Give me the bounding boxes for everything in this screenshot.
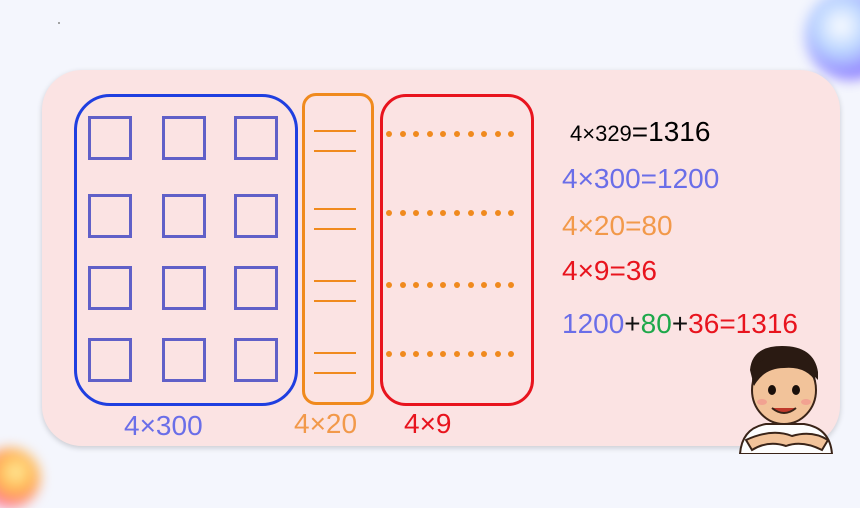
hundred-square — [162, 116, 206, 160]
hundred-square — [88, 338, 132, 382]
ten-stick — [314, 150, 356, 152]
sum-plus-2: + — [671, 308, 689, 339]
sum-plus-1: + — [624, 308, 641, 339]
one-dot — [413, 210, 420, 216]
one-dot — [494, 282, 501, 288]
hundreds-group-box — [74, 94, 298, 406]
one-dot — [494, 210, 501, 216]
one-dot — [467, 210, 474, 216]
one-dot — [481, 131, 488, 137]
one-dot — [440, 351, 447, 357]
one-dot — [494, 351, 501, 357]
equation-tens: 4×20=80 — [562, 210, 673, 241]
one-dot — [481, 210, 488, 216]
one-dot — [508, 351, 515, 357]
equation-hundreds: 4×300=1200 — [562, 163, 720, 194]
hundred-square — [88, 194, 132, 238]
one-dot — [508, 131, 515, 137]
sum-part-hundreds: 1200 — [562, 308, 625, 339]
one-dot — [386, 282, 392, 288]
hundred-square — [234, 116, 278, 160]
ten-stick — [314, 300, 356, 302]
one-dot — [481, 351, 488, 357]
one-dot — [399, 282, 406, 288]
equation-sum: 1200+80+36=1316 — [562, 308, 798, 340]
one-dot — [399, 210, 406, 216]
one-dot — [413, 282, 420, 288]
one-dot — [399, 131, 406, 137]
tens-group-box — [302, 93, 374, 405]
hundred-square — [162, 338, 206, 382]
sum-part-tens: 80 — [640, 308, 672, 339]
one-dot — [454, 210, 460, 216]
one-dot — [508, 282, 515, 288]
one-dot — [426, 210, 433, 216]
one-dot — [440, 210, 447, 216]
tens-label: 4×20 — [294, 408, 358, 439]
one-dot — [386, 131, 392, 137]
cartoon-boy-illustration — [738, 346, 834, 454]
hundred-square — [234, 338, 278, 382]
one-dot — [467, 131, 474, 137]
ten-stick — [314, 352, 356, 354]
one-dot — [440, 131, 447, 137]
one-dot — [399, 351, 406, 357]
hundred-square — [234, 194, 278, 238]
one-dot — [454, 282, 460, 288]
one-dot — [426, 282, 433, 288]
hundred-square — [88, 116, 132, 160]
one-dot — [413, 351, 420, 357]
one-dot — [454, 351, 460, 357]
ten-stick — [314, 208, 356, 210]
one-dot — [467, 351, 474, 357]
ten-stick — [314, 280, 356, 282]
hundreds-label: 4×300 — [124, 410, 203, 441]
ten-stick — [314, 228, 356, 230]
one-dot — [481, 282, 488, 288]
sum-part-ones: 36=1316 — [688, 308, 798, 339]
one-dot — [426, 131, 433, 137]
one-dot — [426, 351, 433, 357]
hundred-square — [162, 194, 206, 238]
decorative-blob-bottom-left — [0, 448, 40, 508]
one-dot — [413, 131, 420, 137]
one-dot — [508, 210, 515, 216]
decorative-blob-top-right — [805, 0, 860, 80]
ones-group-box — [380, 94, 534, 406]
one-dot — [440, 282, 447, 288]
equation-total: 4×329=1316 — [570, 116, 710, 148]
ten-stick — [314, 372, 356, 374]
one-dot — [494, 131, 501, 137]
one-dot — [454, 131, 460, 137]
decorative-dot — [58, 22, 60, 24]
ones-label: 4×9 — [404, 408, 452, 439]
one-dot — [386, 210, 392, 216]
hundred-square — [88, 266, 132, 310]
hundred-square — [234, 266, 278, 310]
hundred-square — [162, 266, 206, 310]
ten-stick — [314, 130, 356, 132]
equation-ones: 4×9=36 — [562, 255, 657, 286]
one-dot — [386, 351, 392, 357]
one-dot — [467, 282, 474, 288]
equation-total-left: 4×329 — [570, 121, 632, 146]
equation-total-right: =1316 — [631, 116, 711, 147]
